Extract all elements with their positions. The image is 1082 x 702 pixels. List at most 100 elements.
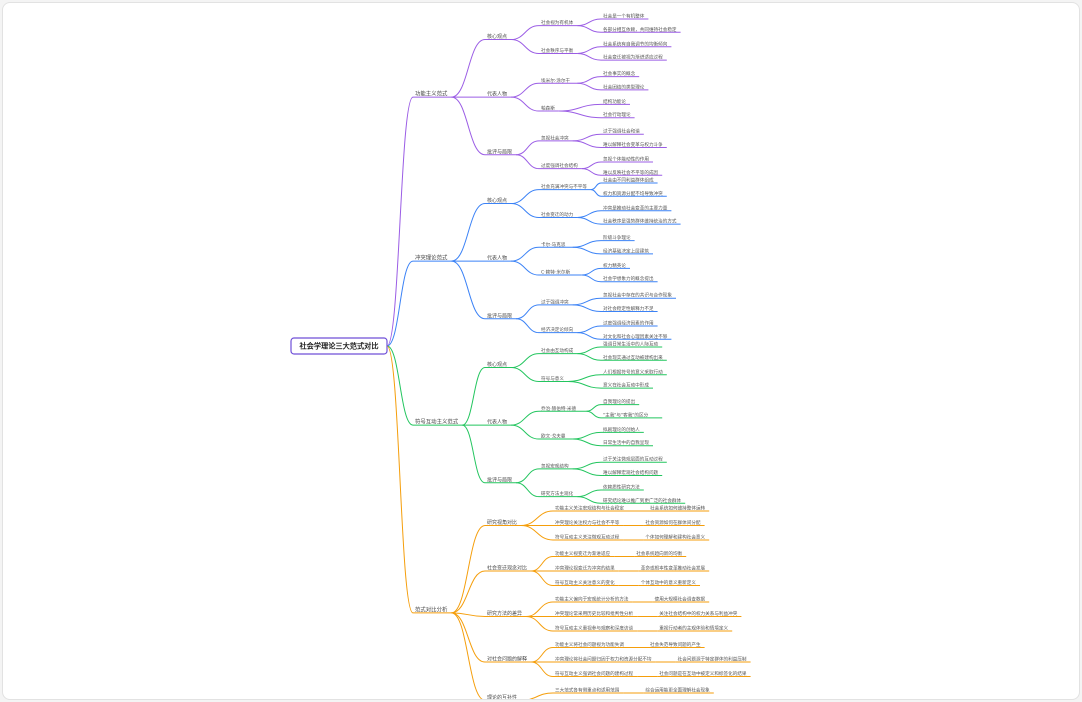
subtopic-node[interactable]: 社会秩序与平衡 [541,47,574,54]
topic-node[interactable]: 核心观点 [487,197,507,204]
subtopic-node[interactable]: 功能主义偏向于宏观统计分析的方法 [555,596,629,603]
branch-node[interactable]: 范式对比分析 [415,605,448,613]
leaf-node[interactable]: 过于强调社会和谐 [603,128,640,135]
topic-node[interactable]: 批评与局限 [487,312,512,319]
leaf-node[interactable]: 社会团结的类型理论 [603,83,645,90]
subtopic-node[interactable]: 符号互动主义重视参与观察和深度访谈 [555,625,634,632]
leaf-node[interactable]: 强调日常生活中的人际互动 [603,341,659,348]
leaf-node[interactable]: 日常生活中的自我呈现 [603,439,649,446]
subtopic-node[interactable]: 过度强调社会结构 [541,162,578,169]
topic-node[interactable]: 批评与局限 [487,148,512,155]
leaf-node[interactable]: 社会系统趋向新的均衡 [636,550,682,557]
subtopic-node[interactable]: 帕森斯 [541,105,555,112]
leaf-node[interactable]: 社会变迁被视为渐进适应过程 [603,54,663,61]
leaf-node[interactable]: 革命或根本性变革推动社会发展 [641,565,706,572]
subtopic-node[interactable]: 冲突理论视变迁为冲突的结果 [555,565,615,572]
subtopic-node[interactable]: 过于强调冲突 [541,298,569,305]
topic-node[interactable]: 核心观点 [487,33,507,40]
subtopic-node[interactable]: 符号互动主义关注微观互动过程 [555,534,620,541]
subtopic-node[interactable]: 研究方法主观化 [541,490,574,497]
leaf-node[interactable]: 权力和资源分配不均导致冲突 [603,190,663,197]
leaf-node[interactable]: 社会事实的概念 [603,70,636,77]
leaf-node[interactable]: 过度强调经济因素的作用 [603,320,654,327]
leaf-node[interactable]: 社会行动理论 [603,111,631,118]
subtopic-node[interactable]: 符号互动主义强调社会问题的建构过程 [555,670,634,677]
leaf-node[interactable]: 自我理论的提出 [603,398,636,405]
subtopic-node[interactable]: 符号与意义 [541,375,564,382]
leaf-node[interactable]: 各部分相互依赖，共同维持社会稳定 [603,26,677,33]
leaf-node[interactable]: 社会资源如何在群体间分配 [645,519,701,526]
leaf-node[interactable]: 个体互动中的意义重新定义 [641,579,697,586]
leaf-node[interactable]: 经济基础决定上层建筑 [603,247,649,254]
leaf-node[interactable]: 结构功能论 [603,98,626,105]
leaf-node[interactable]: 拟剧理论的创始人 [603,426,640,433]
leaf-node[interactable]: 社会问题是在互动中被定义和标签化的结果 [659,670,747,677]
subtopic-node[interactable]: 忽视社会冲突 [541,134,569,141]
subtopic-node[interactable]: 功能主义视变迁为渐进适应 [555,550,611,557]
topic-node[interactable]: 理论的互补性 [487,694,517,699]
leaf-node[interactable]: 社会由不同利益群体组成 [603,177,654,184]
leaf-node[interactable]: 冲突是推动社会变革的主要力量 [603,204,668,211]
leaf-node[interactable]: 难以解释宏观社会结构问题 [603,469,659,476]
subtopic-node[interactable]: 冲突理论关注权力与社会不平等 [555,519,620,526]
subtopic-node[interactable]: 冲突理论常采用历史比较和批判性分析 [555,610,634,617]
leaf-node[interactable]: 研究结论难以推广到更广泛的社会群体 [603,497,682,504]
leaf-node[interactable]: 社会失范导致问题的产生 [650,641,701,648]
leaf-node[interactable]: "主我"与"客我"的区分 [603,411,649,418]
topic-node[interactable]: 代表人物 [487,255,507,262]
subtopic-node[interactable]: 卡尔·马克思 [541,241,566,248]
leaf-node[interactable]: 阶级斗争理论 [603,234,631,241]
leaf-node[interactable]: 重视行动者的主观体验和情境定义 [659,625,728,632]
leaf-node[interactable]: 社会是一个有机整体 [603,13,645,20]
root-node[interactable] [290,337,388,355]
leaf-node[interactable]: 难以解释社会变革与权力斗争 [603,141,663,148]
subtopic-node[interactable]: 三大范式各有侧重点和适用范围 [555,687,620,694]
subtopic-node[interactable]: 社会由互动构成 [541,347,574,354]
subtopic-node[interactable]: 功能主义将社会问题视为功能失调 [555,641,624,648]
leaf-node[interactable]: 使用大规模社会调查数据 [655,596,706,603]
leaf-node[interactable]: 忽视社会中存在的共识与合作现象 [603,292,672,299]
subtopic-node[interactable]: 符号互动主义关注意义的变化 [555,579,615,586]
leaf-node[interactable]: 对文化和社会心理因素关注不够 [603,333,668,340]
leaf-node[interactable]: 个体如何理解和建构社会意义 [645,534,705,541]
leaf-node[interactable]: 社会系统如何维持整体运转 [650,505,706,512]
leaf-node[interactable]: 意义在社会互动中形成 [603,382,649,389]
topic-node[interactable]: 社会变迁观念对比 [487,565,527,572]
branch-node[interactable]: 功能主义范式 [415,90,448,98]
leaf-node[interactable]: 对社会稳定性解释力不足 [603,305,654,312]
subtopic-node[interactable]: 忽视宏观结构 [541,462,569,469]
subtopic-node[interactable]: 冲突理论将社会问题归因于权力和资源分配不均 [555,656,652,663]
topic-node[interactable]: 批评与局限 [487,476,512,483]
link-line [461,424,486,484]
branch-node[interactable]: 符号互动主义范式 [415,418,459,426]
subtopic-node[interactable]: 社会变迁的动力 [541,211,574,218]
subtopic-node[interactable]: 乔治·赫伯特·米德 [541,405,576,412]
topic-node[interactable]: 对社会问题的解释 [487,656,527,663]
leaf-node[interactable]: 关注社会结构中的权力关系与利益冲突 [659,610,738,617]
leaf-node[interactable]: 社会系统有自我调节的均衡倾向 [603,40,668,47]
leaf-node[interactable]: 社会问题源于特定群体的利益压制 [678,656,747,663]
subtopic-node[interactable]: C·赖特·米尔斯 [541,269,571,276]
topic-node[interactable]: 研究视角对比 [487,519,517,526]
subtopic-node[interactable]: 社会视为有机体 [541,19,574,26]
subtopic-node[interactable]: 经济决定论倾向 [541,326,574,333]
leaf-node[interactable]: 权力精英论 [603,262,626,269]
topic-node[interactable]: 代表人物 [487,91,507,98]
subtopic-node[interactable]: 埃米尔·涂尔干 [541,77,570,84]
leaf-node[interactable]: 忽视个体能动性的作用 [603,156,649,163]
leaf-node[interactable]: 人们根据符号的意义采取行动 [603,368,663,375]
topic-node[interactable]: 代表人物 [487,419,507,426]
leaf-node[interactable]: 社会学想象力的概念提出 [603,275,654,282]
leaf-node[interactable]: 难以反映社会不平等的成因 [603,169,659,176]
leaf-node[interactable]: 社会秩序是强势群体维持统治的方式 [603,218,677,225]
leaf-node[interactable]: 依赖质性研究方法 [603,484,640,491]
topic-node[interactable]: 核心观点 [487,361,507,368]
topic-node[interactable]: 研究方法的差异 [487,610,522,617]
subtopic-node[interactable]: 功能主义关注宏观结构与社会稳定 [555,505,624,512]
leaf-node[interactable]: 综合运用能更全面理解社会现象 [645,687,710,694]
branch-node[interactable]: 冲突理论范式 [415,254,448,262]
subtopic-node[interactable]: 欧文·戈夫曼 [541,433,566,440]
subtopic-node[interactable]: 社会充满冲突与不平等 [541,183,587,190]
leaf-node[interactable]: 过于关注微观层面的互动过程 [603,456,663,463]
leaf-node[interactable]: 社会现实通过互动被建构出来 [603,354,663,361]
